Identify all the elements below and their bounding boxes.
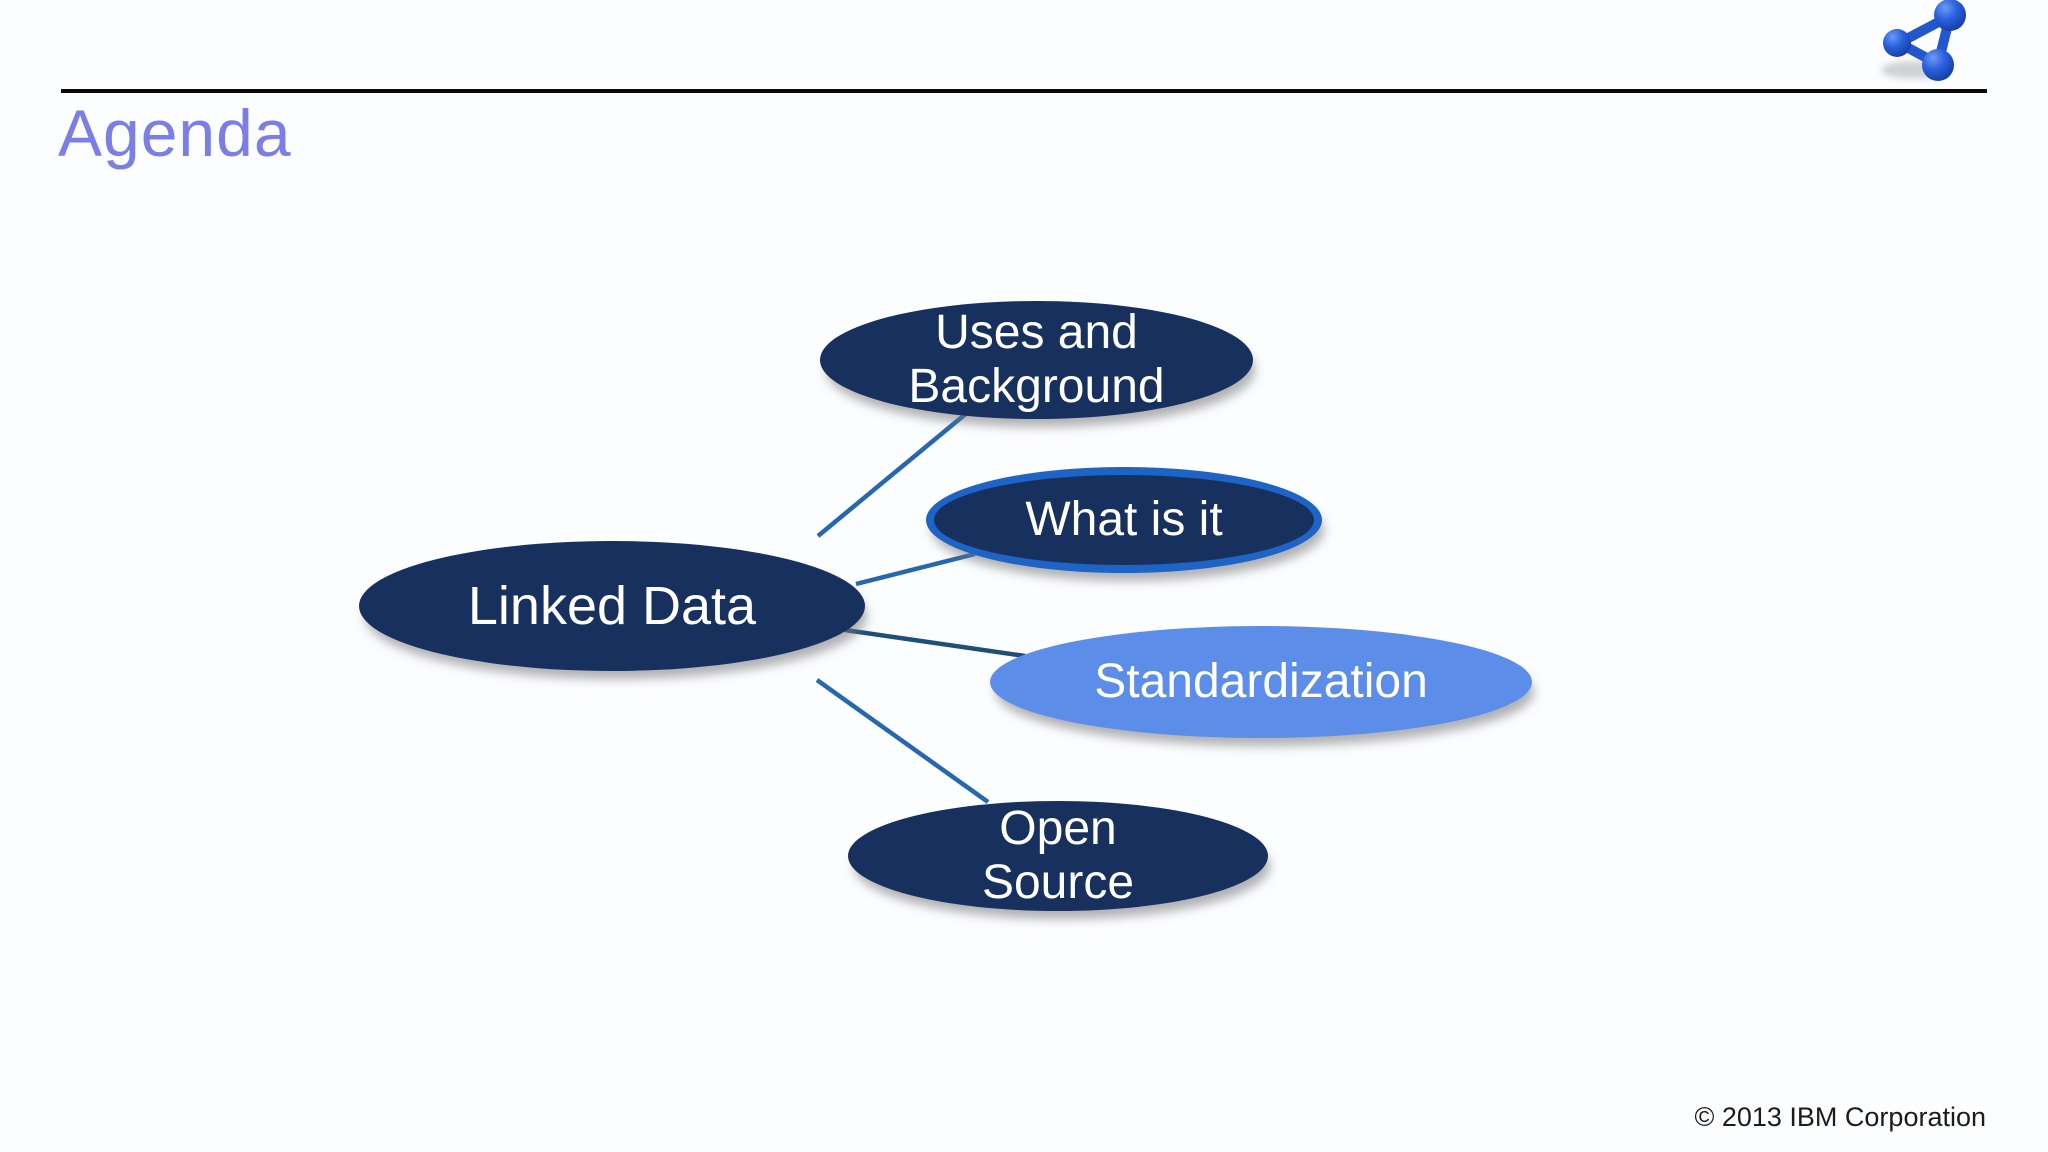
connector-linked-data-to-what-is-it [855,551,976,587]
logo-sphere-top [1934,0,1966,31]
page-title: Agenda [58,96,292,170]
node-uses-and-background: Uses and Background [820,301,1253,419]
molecule-logo [1881,0,1966,81]
connector-linked-data-to-open-source [815,678,990,804]
node-open-source: Open Source [848,801,1268,911]
connector-linked-data-to-standardization [844,627,1026,659]
logo-sphere-bottom [1922,49,1954,81]
connector-linked-data-to-uses-background [816,410,970,538]
node-standardization-label: Standardization [1094,655,1428,709]
logo-sphere-left [1883,29,1911,57]
copyright-text: © 2013 IBM Corporation [1694,1102,1986,1132]
node-uses-and-background-label: Uses and Background [908,306,1165,413]
node-linked-data: Linked Data [359,541,865,671]
node-linked-data-label: Linked Data [467,575,757,636]
node-open-source-label: Open Source [981,802,1135,909]
node-standardization: Standardization [990,626,1532,738]
node-what-is-it-label: What is it [1025,493,1223,547]
node-what-is-it: What is it [926,467,1322,573]
header-rule [61,89,1987,93]
